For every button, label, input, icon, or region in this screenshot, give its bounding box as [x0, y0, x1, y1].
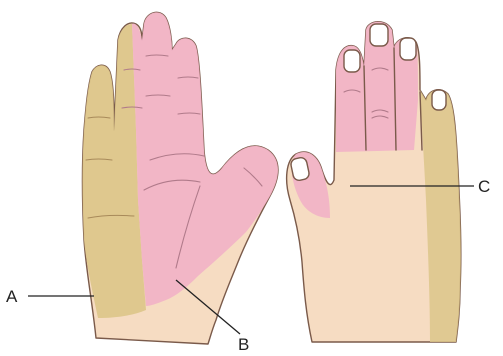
nail-little	[432, 90, 446, 110]
nail-index	[344, 50, 360, 72]
label-b: B	[238, 335, 249, 354]
label-c: C	[478, 177, 490, 196]
palmar-hand	[83, 12, 279, 344]
dorsal-hand	[287, 22, 461, 342]
nail-middle	[370, 24, 388, 46]
nail-ring	[400, 38, 416, 60]
label-a: A	[6, 287, 18, 306]
